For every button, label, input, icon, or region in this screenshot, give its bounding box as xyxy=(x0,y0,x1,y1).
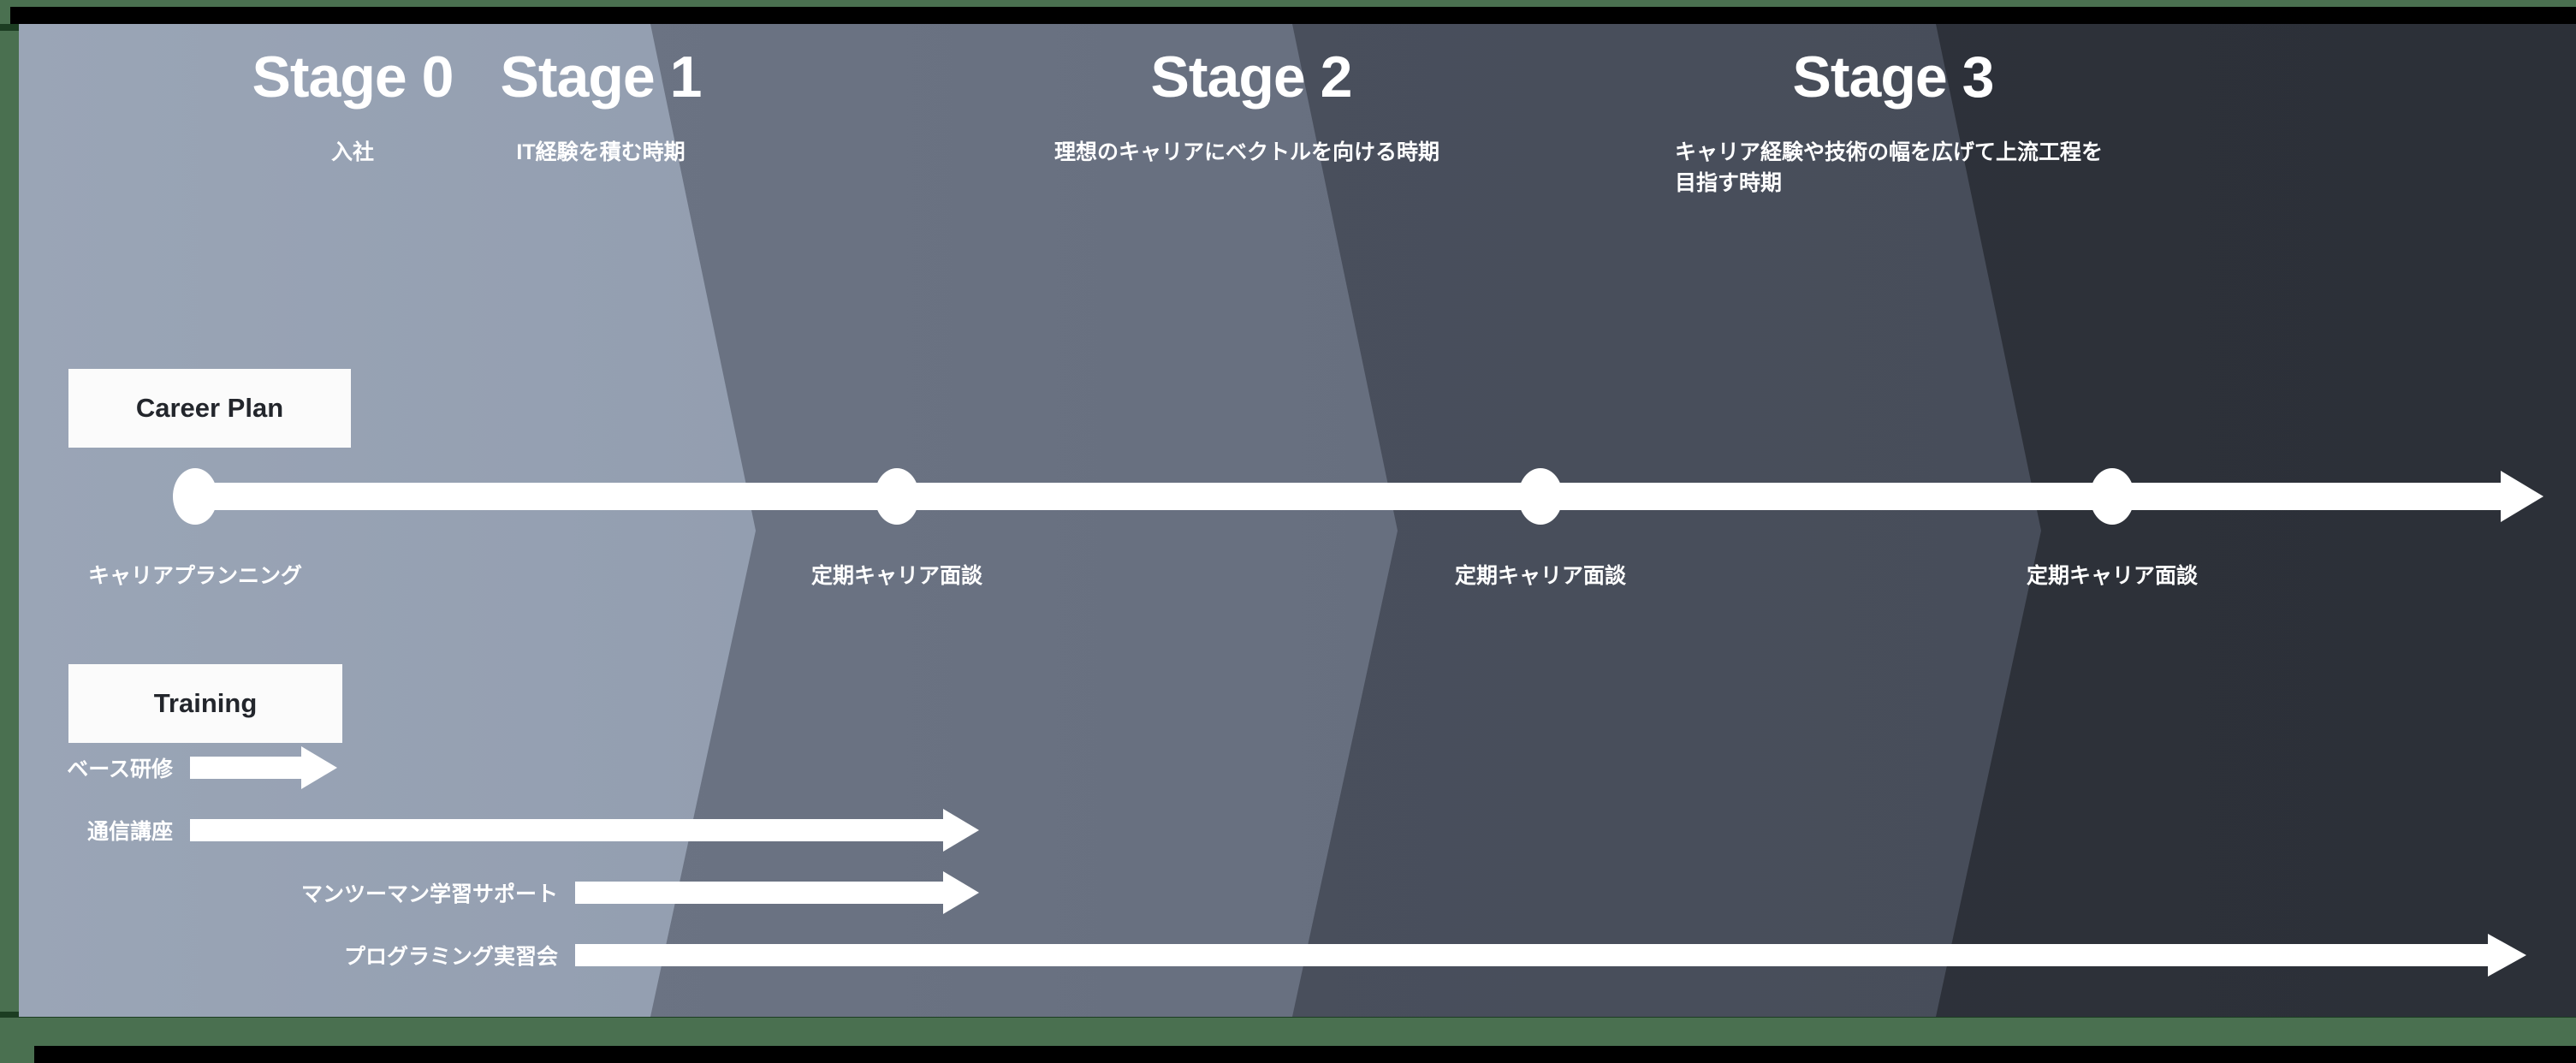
training-label-3: プログラミング実習会 xyxy=(343,945,558,969)
stage-subtitle: IT経験を積む時期 xyxy=(516,140,686,164)
stage-subtitle: キャリア経験や技術の幅を広げて上流工程を目指す時期 xyxy=(1675,140,2104,196)
milestone-label-0: キャリアプランニング xyxy=(87,564,303,588)
training-label-2: マンツーマン学習サポート xyxy=(300,882,558,906)
stage-header-3: Stage 3 キャリア経験や技術の幅を広げて上流工程を目指す時期 xyxy=(1594,48,2193,199)
stage-header-0: Stage 0 入社 xyxy=(53,48,652,168)
bottom-border-band xyxy=(34,1046,2576,1063)
stage-header-2: Stage 2 理想のキャリアにベクトルを向ける時期 xyxy=(952,48,1551,168)
training-label-1: 通信講座 xyxy=(86,820,173,844)
stage-title: Stage 1 xyxy=(500,45,703,110)
roadmap-panel: Stage 0 入社 Stage 1 IT経験を積む時期 Stage 2 理想の… xyxy=(19,24,2576,1017)
milestone-label-2: 定期キャリア面談 xyxy=(1454,564,1627,588)
stage-subtitle: 入社 xyxy=(330,140,374,164)
stage-subtitle: 理想のキャリアにベクトルを向ける時期 xyxy=(1054,140,1440,164)
stage-title: Stage 2 xyxy=(1150,45,1353,110)
milestone-label-3: 定期キャリア面談 xyxy=(2026,564,2199,588)
milestone-label-1: 定期キャリア面談 xyxy=(810,564,983,588)
stage-header-1: Stage 1 IT経験を積む時期 xyxy=(301,48,900,168)
stage-title: Stage 0 xyxy=(252,45,454,110)
training-badge: Training xyxy=(68,664,342,743)
career-plan-badge: Career Plan xyxy=(68,369,351,448)
training-label-0: ベース研修 xyxy=(67,757,173,781)
stage-title: Stage 3 xyxy=(1792,45,1995,110)
